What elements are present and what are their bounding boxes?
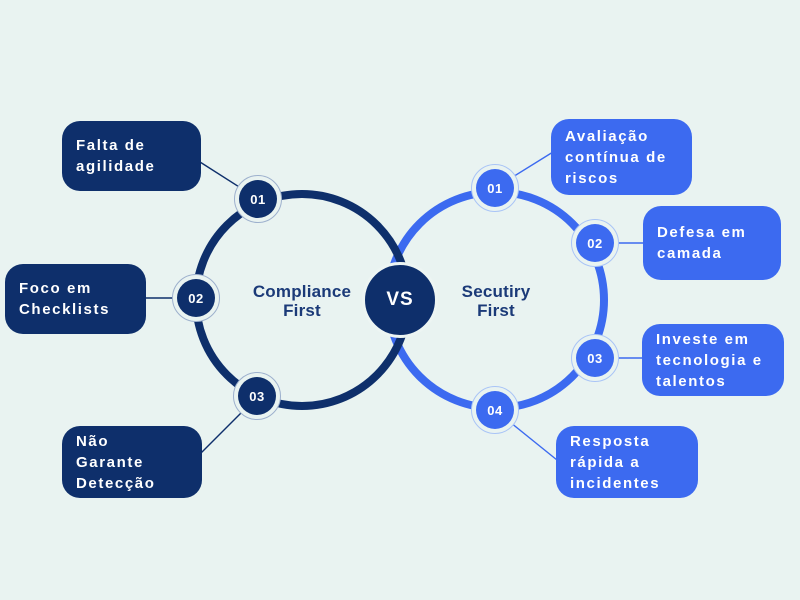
badge-number: 03 [238,377,276,415]
security-point-1-box: Avaliação contínua de riscos [551,119,692,195]
vs-badge: VS [362,262,438,338]
security-step-badge-04: 04 [471,386,519,434]
security-point-2-label: Defesa em camada [657,224,747,262]
security-point-4-box: Resposta rápida a incidentes [556,426,698,498]
compliance-step-badge-03: 03 [233,372,281,420]
security-point-3-box: Investe em tecnologia e talentos [642,324,784,396]
security-step-badge-01: 01 [471,164,519,212]
security-point-4-label: Resposta rápida a incidentes [570,432,661,492]
badge-number: 01 [476,169,514,207]
security-step-badge-03: 03 [571,334,619,382]
compliance-first-title: Compliance First [252,282,352,320]
compliance-point-1-label: Falta de agilidade [76,137,156,175]
compliance-point-3-label: Não Garante Detecção [76,432,156,492]
compliance-point-3-box: Não Garante Detecção [62,426,202,498]
compliance-point-2-label: Foco em Checklists [19,280,111,318]
badge-number: 02 [576,224,614,262]
security-point-3-label: Investe em tecnologia e talentos [656,330,763,390]
badge-number: 04 [476,391,514,429]
security-point-2-box: Defesa em camada [643,206,781,280]
compliance-step-badge-01: 01 [234,175,282,223]
security-point-1-label: Avaliação contínua de riscos [565,127,667,187]
badge-number: 02 [177,279,215,317]
badge-number: 03 [576,339,614,377]
security-first-title: Secutiry First [461,282,531,320]
compliance-point-1-box: Falta de agilidade [62,121,201,191]
badge-number: 01 [239,180,277,218]
compliance-point-2-box: Foco em Checklists [5,264,146,334]
security-step-badge-02: 02 [571,219,619,267]
compliance-step-badge-02: 02 [172,274,220,322]
